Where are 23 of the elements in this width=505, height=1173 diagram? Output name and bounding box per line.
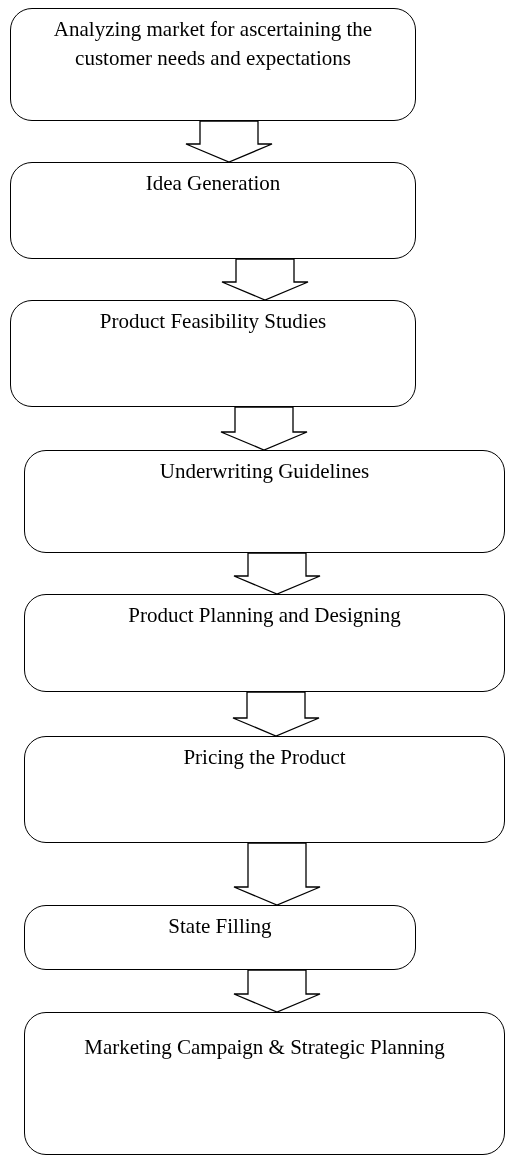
step-label: Pricing the Product xyxy=(183,744,346,771)
block-arrow xyxy=(232,691,320,737)
step-label: Marketing Campaign & Strategic Planning xyxy=(84,1034,445,1061)
process-box xyxy=(10,300,416,407)
step-label: State Filling xyxy=(168,913,272,940)
process-box xyxy=(10,8,416,121)
block-arrow xyxy=(221,258,309,301)
process-box xyxy=(24,1012,505,1155)
block-arrow xyxy=(233,969,321,1013)
step-label: Product Feasibility Studies xyxy=(99,308,327,335)
process-box xyxy=(24,736,505,843)
process-box xyxy=(10,162,416,259)
block-arrow xyxy=(233,552,321,595)
step-label: Idea Generation xyxy=(145,170,281,197)
block-arrow xyxy=(233,842,321,906)
process-box xyxy=(24,905,416,970)
block-arrow xyxy=(220,406,308,451)
step-label: Underwriting Guidelines xyxy=(159,458,370,485)
block-arrow xyxy=(185,120,273,163)
process-box xyxy=(24,594,505,692)
step-label: Product Planning and Designing xyxy=(128,602,401,629)
process-box xyxy=(24,450,505,553)
step-label: Analyzing market for ascertaining the customer needs and expectations xyxy=(52,16,374,72)
